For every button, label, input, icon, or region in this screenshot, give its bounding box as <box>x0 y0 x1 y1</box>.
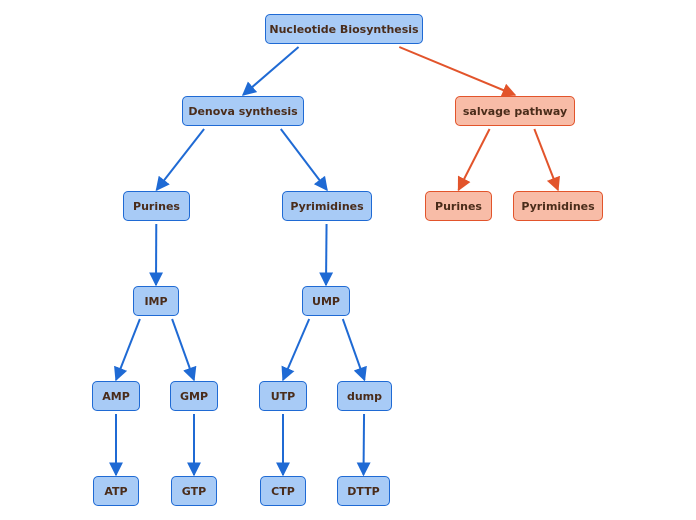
connector-denova-to-purines_denova <box>155 128 205 192</box>
node-imp[interactable]: IMP <box>133 286 179 316</box>
node-dump[interactable]: dump <box>337 381 392 411</box>
connector-root-to-salvage <box>398 46 517 97</box>
node-pyrimidines-denova[interactable]: Pyrimidines <box>282 191 372 221</box>
node-pyrimidines-salvage[interactable]: Pyrimidines <box>513 191 603 221</box>
connector-ump-to-utp <box>281 318 311 382</box>
connector-imp-to-gmp <box>171 318 197 382</box>
node-nucleotide-biosynthesis[interactable]: Nucleotide Biosynthesis <box>265 14 423 44</box>
connector-ump-to-dump <box>341 318 367 382</box>
node-atp[interactable]: ATP <box>93 476 139 506</box>
node-amp[interactable]: AMP <box>92 381 140 411</box>
node-gmp[interactable]: GMP <box>170 381 218 411</box>
node-purines-salvage[interactable]: Purines <box>425 191 492 221</box>
node-utp[interactable]: UTP <box>259 381 307 411</box>
node-ump[interactable]: UMP <box>302 286 350 316</box>
node-salvage-pathway[interactable]: salvage pathway <box>455 96 575 126</box>
connector-salvage-to-pyrimidines_salvage <box>533 128 560 192</box>
connector-imp-to-amp <box>114 318 141 382</box>
node-ctp[interactable]: CTP <box>260 476 306 506</box>
connector-dump-to-dttp <box>356 413 371 477</box>
node-gtp[interactable]: GTP <box>171 476 217 506</box>
connector-salvage-to-purines_salvage <box>457 128 491 192</box>
node-dttp[interactable]: DTTP <box>337 476 390 506</box>
connector-root-to-denova <box>241 46 300 96</box>
connector-pyrimidines_denova-to-ump <box>319 223 334 287</box>
connector-denova-to-pyrimidines_denova <box>280 128 328 192</box>
node-denova-synthesis[interactable]: Denova synthesis <box>182 96 304 126</box>
node-purines-denova[interactable]: Purines <box>123 191 190 221</box>
